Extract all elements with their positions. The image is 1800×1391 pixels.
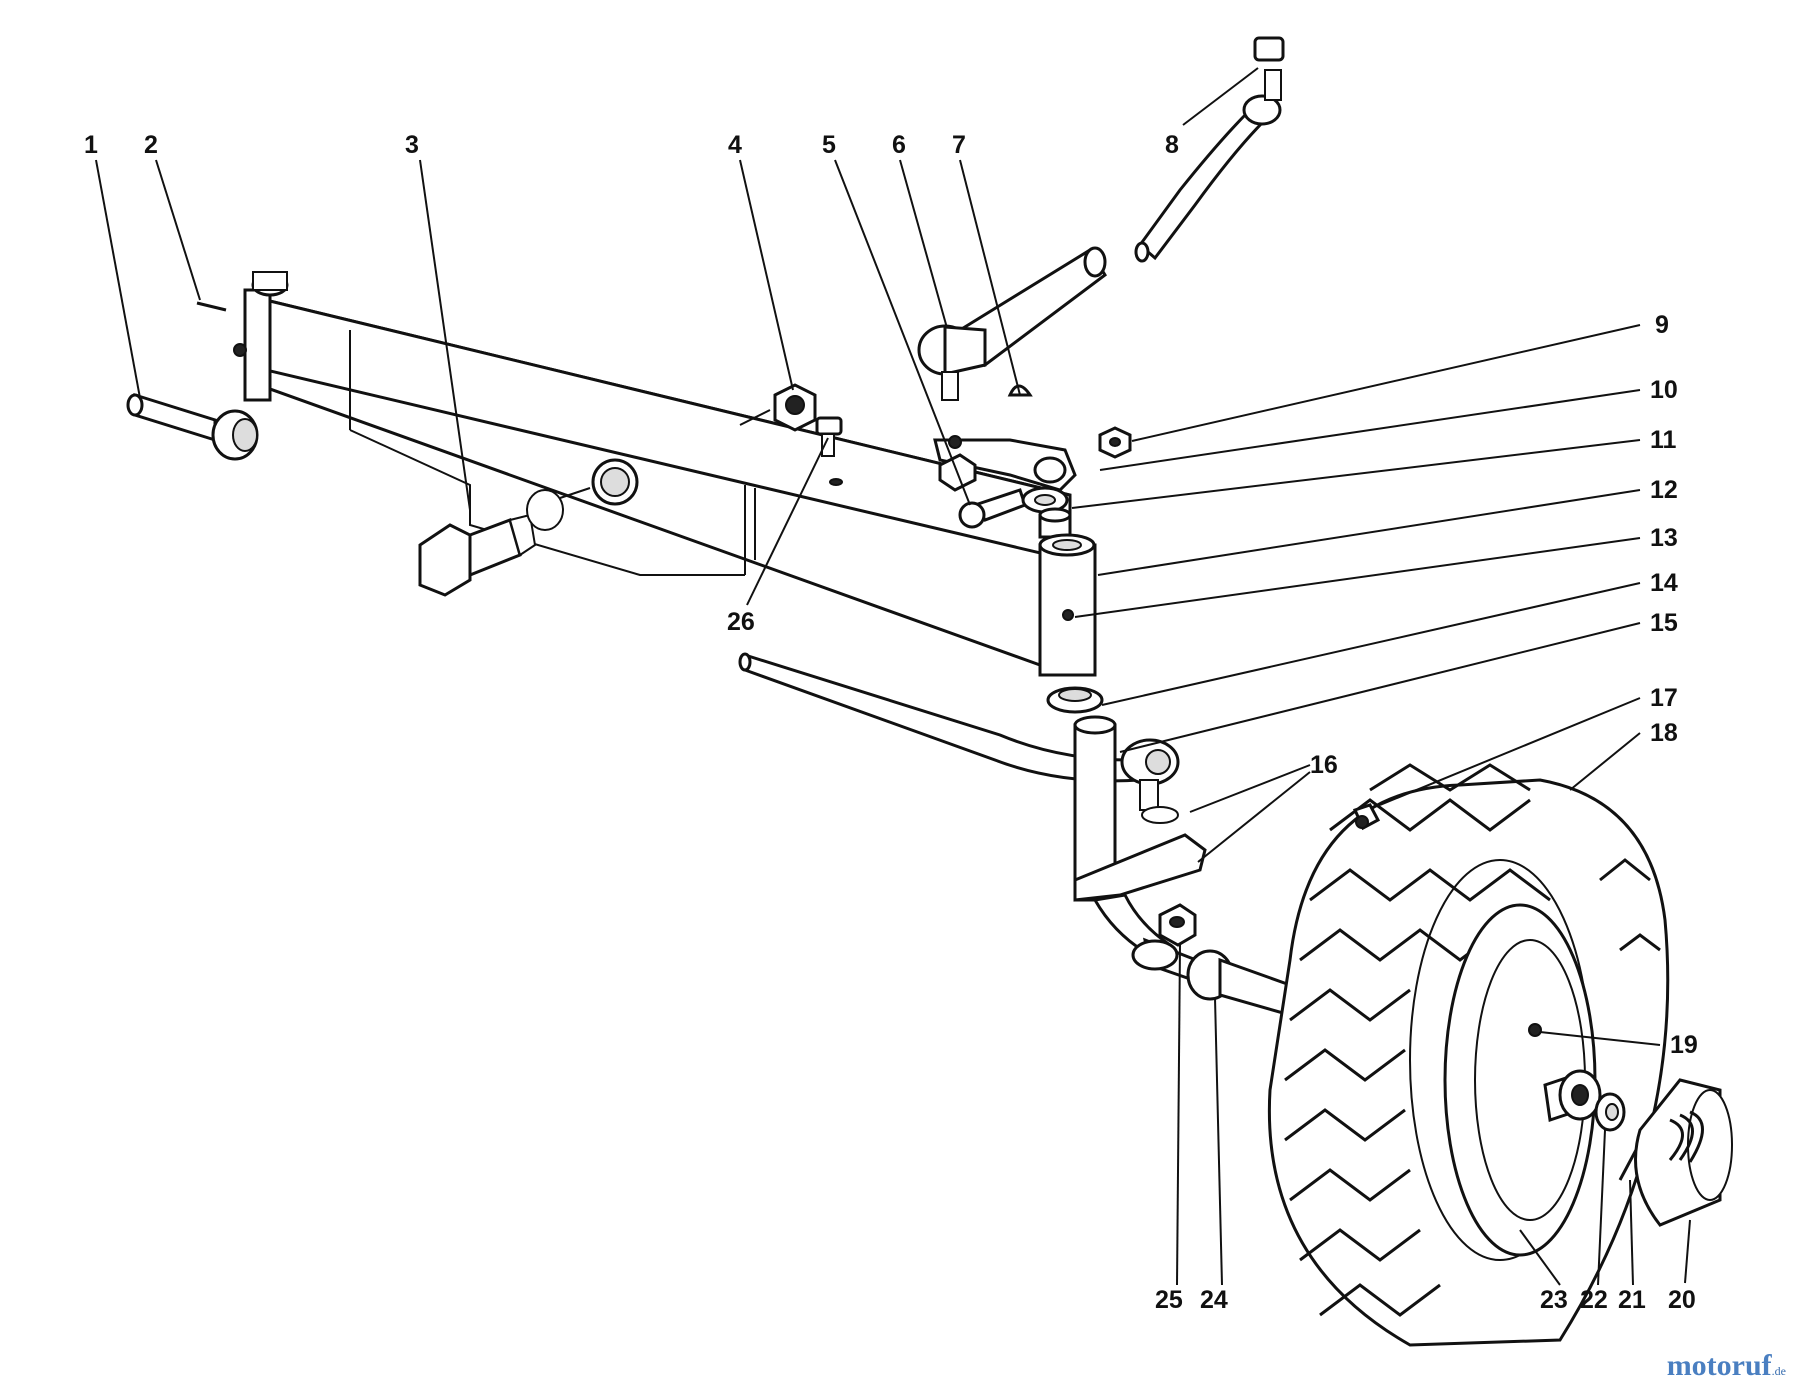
callout-2: 2 <box>144 131 158 159</box>
pivot-pin <box>126 392 259 461</box>
hub-cap <box>1634 1078 1733 1227</box>
spindle-nut <box>1158 903 1197 947</box>
callout-10: 10 <box>1650 376 1678 404</box>
small-bolt <box>815 416 843 486</box>
spindle-housing <box>1038 533 1097 677</box>
callout-5: 5 <box>822 131 836 159</box>
flat-washer <box>1594 1092 1626 1132</box>
callout-25: 25 <box>1155 1286 1183 1314</box>
callout-23: 23 <box>1540 1286 1568 1314</box>
callout-1: 1 <box>84 131 98 159</box>
callout-3: 3 <box>405 131 419 159</box>
callout-24: 24 <box>1200 1286 1228 1314</box>
watermark-brand: motoruf <box>1666 1349 1772 1382</box>
callout-11: 11 <box>1650 426 1677 454</box>
wheel-rim <box>1443 903 1597 1257</box>
tie-rod-end-and-tube <box>917 246 1107 401</box>
callout-13: 13 <box>1650 524 1678 552</box>
tie-rod-nut <box>1098 426 1132 459</box>
callout-26: 26 <box>727 608 755 636</box>
callout-8: 8 <box>1165 131 1179 159</box>
hub-cotter-pin <box>1618 1149 1638 1181</box>
callout-22: 22 <box>1580 1286 1608 1314</box>
callout-6: 6 <box>892 131 906 159</box>
callout-17: 17 <box>1650 684 1678 712</box>
callout-4: 4 <box>728 131 742 159</box>
locknut <box>739 383 817 432</box>
steering-spindle <box>1073 715 1299 1017</box>
callout-7: 7 <box>952 131 966 159</box>
callout-numbers: 1 2 3 4 5 6 7 8 9 10 11 12 13 14 15 16 1… <box>84 131 1698 1314</box>
drag-link <box>1134 36 1285 263</box>
callout-19: 19 <box>1670 1031 1698 1059</box>
callout-14: 14 <box>1650 569 1678 597</box>
callout-15: 15 <box>1650 609 1678 637</box>
callout-20: 20 <box>1668 1286 1696 1314</box>
leader-lines <box>95 67 1691 1286</box>
grease-fitting <box>1352 803 1381 831</box>
lower-bushing <box>1046 686 1104 714</box>
watermark-logo: motoruf.de <box>1667 1349 1786 1383</box>
wheel-bearing <box>1543 1069 1602 1122</box>
watermark-tld: .de <box>1771 1364 1786 1378</box>
upper-bushing <box>1038 507 1072 539</box>
tie-rod <box>738 652 1180 811</box>
callout-18: 18 <box>1650 719 1678 747</box>
callout-21: 21 <box>1618 1286 1646 1314</box>
pivot-bolt <box>418 487 591 597</box>
callout-16: 16 <box>1310 751 1338 779</box>
callout-9: 9 <box>1655 311 1669 339</box>
front-axle-beam <box>233 271 1072 668</box>
cotter-pin <box>196 301 227 312</box>
callout-12: 12 <box>1650 476 1678 504</box>
